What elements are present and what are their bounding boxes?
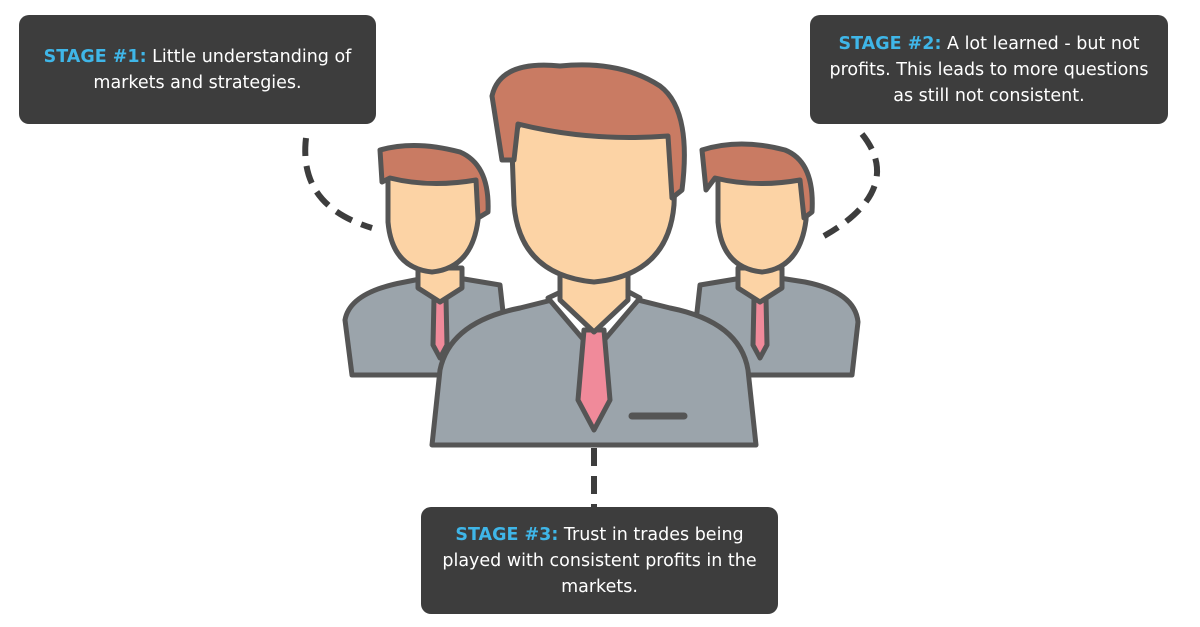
connector-stage-2 xyxy=(822,132,881,239)
businessman-icon xyxy=(687,141,861,378)
stage-3-callout: STAGE #3: Trust in trades being played w… xyxy=(421,507,778,614)
stage-2-callout: STAGE #2: A lot learned - but not profit… xyxy=(810,15,1168,124)
stage-1-label: STAGE #1: xyxy=(43,46,147,67)
stage-1-callout: STAGE #1: Little understanding of market… xyxy=(19,15,376,124)
stage-3-text: Trust in trades being played with consis… xyxy=(442,524,757,597)
stage-3-label: STAGE #3: xyxy=(455,524,559,545)
stage-2-text: A lot learned - but not profits. This le… xyxy=(829,33,1149,106)
businessman-icon xyxy=(429,62,759,448)
businessman-icon xyxy=(342,143,513,378)
stage-1-text: Little understanding of markets and stra… xyxy=(93,46,352,93)
connector-stage-1 xyxy=(302,137,373,231)
stage-2-label: STAGE #2: xyxy=(838,33,942,54)
